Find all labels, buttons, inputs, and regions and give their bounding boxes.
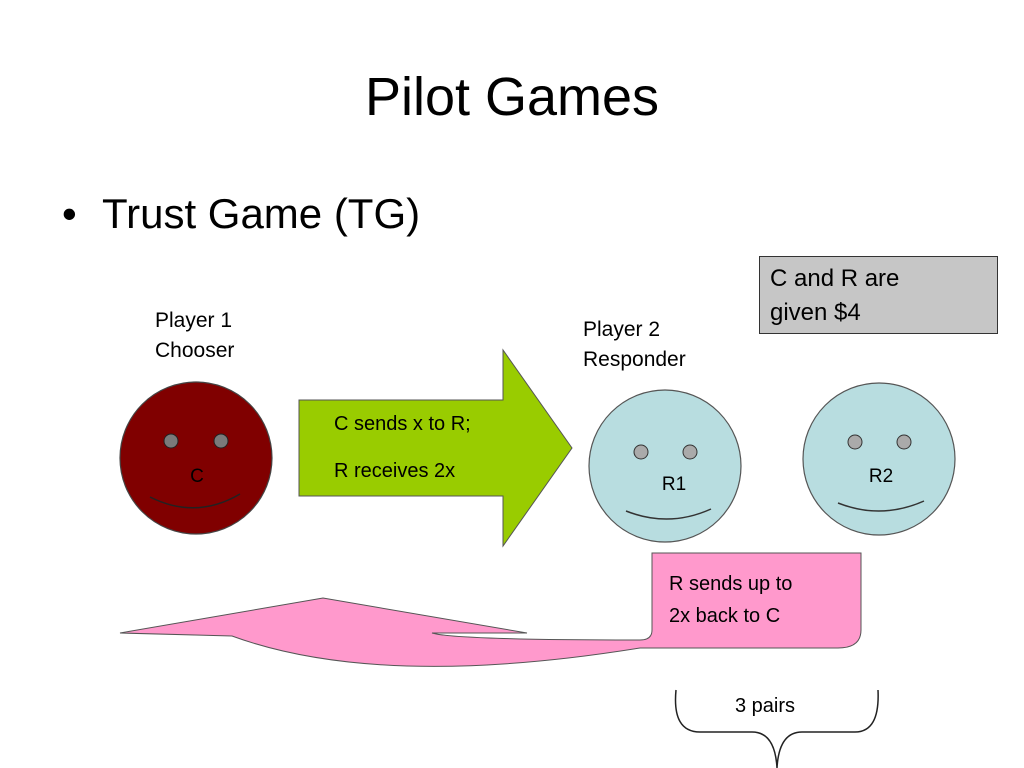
bullet-text: Trust Game (TG) xyxy=(102,190,421,237)
forward-arrow-line2: R receives 2x xyxy=(334,460,455,482)
return-arrow-line1: R sends up to xyxy=(669,573,792,595)
chooser-smile xyxy=(149,493,241,509)
r2-letter: R2 xyxy=(869,466,893,487)
info-box-line2: given $4 xyxy=(770,299,861,326)
r1-right-eye xyxy=(682,444,698,460)
forward-arrow xyxy=(298,348,573,548)
return-arrow xyxy=(119,552,862,667)
player2-label: Player 2 Responder xyxy=(583,315,686,375)
brace-label: 3 pairs xyxy=(735,695,795,717)
r2-left-eye xyxy=(847,434,863,450)
responder-face-r2: R2 xyxy=(802,382,956,536)
responder-face-r1: R1 xyxy=(588,389,742,543)
chooser-letter: C xyxy=(190,466,204,487)
player1-label: Player 1 Chooser xyxy=(155,306,234,366)
r1-smile xyxy=(625,508,712,520)
chooser-left-eye xyxy=(163,433,179,449)
player1-name: Player 1 xyxy=(155,309,233,332)
forward-arrow-line1: C sends x to R; xyxy=(334,413,471,435)
info-box-line1: C and R are xyxy=(770,265,900,292)
r1-left-eye xyxy=(633,444,649,460)
info-box: C and R are given $4 xyxy=(759,256,998,334)
page-title: Pilot Games xyxy=(364,67,660,127)
player2-name: Player 2 xyxy=(583,318,661,341)
curly-brace xyxy=(674,689,879,768)
chooser-face: C xyxy=(119,381,273,535)
player1-role: Chooser xyxy=(155,339,235,362)
return-arrow-line2: 2x back to C xyxy=(669,605,780,627)
bullet-marker: • xyxy=(62,190,77,237)
r2-right-eye xyxy=(896,434,912,450)
chooser-right-eye xyxy=(213,433,229,449)
r1-letter: R1 xyxy=(662,474,686,495)
player2-role: Responder xyxy=(583,348,686,371)
bullet-item: • Trust Game (TG) xyxy=(62,186,420,242)
r2-smile xyxy=(837,500,925,512)
